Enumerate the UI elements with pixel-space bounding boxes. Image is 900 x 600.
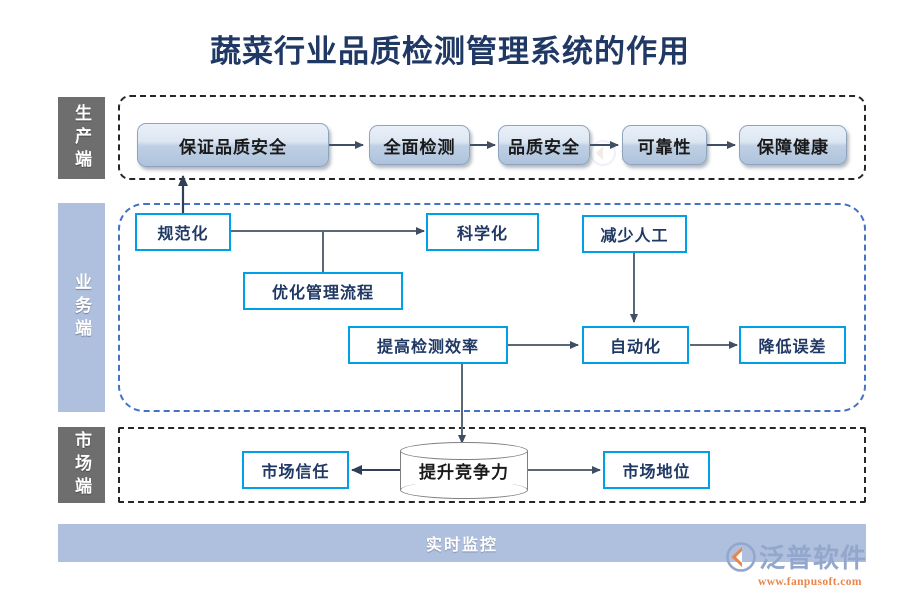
node-reduce-error[interactable]: 降低误差 [739,326,846,364]
brand-logo: 泛普软件 www.fanpusoft.com [726,538,886,590]
side-label-market: 市场端 [58,427,105,503]
logo-name: 泛普软件 [759,544,868,574]
side-label-business: 业务端 [58,203,105,412]
node-reliability[interactable]: 可靠性 [622,125,707,165]
watermark-logo-icon [590,140,616,166]
node-optimize-process[interactable]: 优化管理流程 [243,272,403,310]
node-quality-safety[interactable]: 品质安全 [498,125,590,165]
node-full-inspection[interactable]: 全面检测 [369,125,470,165]
node-market-position[interactable]: 市场地位 [603,451,710,489]
section-business [118,203,866,412]
node-market-trust[interactable]: 市场信任 [242,451,349,489]
cylinder-top [400,442,528,460]
section-production [118,95,866,180]
node-guarantee-health[interactable]: 保障健康 [739,125,847,165]
cylinder-bottom [400,481,528,499]
node-automation[interactable]: 自动化 [582,326,689,364]
section-market [118,427,866,503]
node-improve-efficiency[interactable]: 提高检测效率 [348,326,508,364]
node-boost-competitiveness[interactable]: 提升竞争力 [400,442,528,499]
node-scientific[interactable]: 科学化 [426,213,539,251]
node-ensure-quality-safety[interactable]: 保证品质安全 [137,123,329,167]
node-reduce-labor[interactable]: 减少人工 [582,215,687,253]
node-boost-competitiveness-label: 提升竞争力 [419,463,509,483]
logo-url: www.fanpusoft.com [758,576,862,588]
side-label-production: 生产端 [58,97,105,179]
fanpu-logo-icon [726,541,756,572]
realtime-monitoring-banner: 实时监控 [58,524,866,562]
page-title: 蔬菜行业品质检测管理系统的作用 [210,34,690,70]
node-standardization[interactable]: 规范化 [135,213,231,251]
